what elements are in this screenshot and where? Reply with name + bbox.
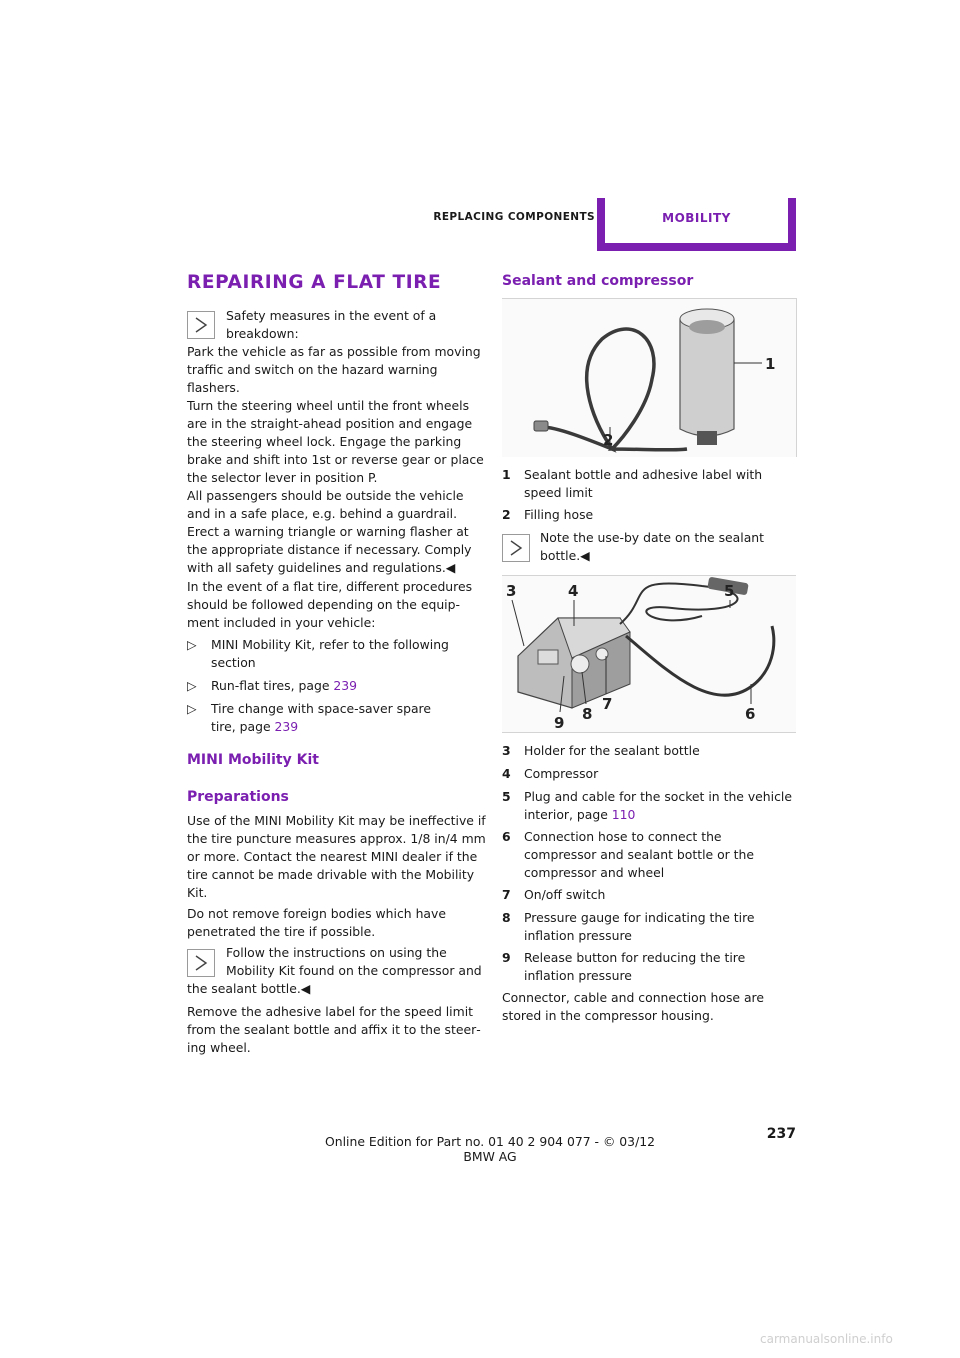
list-item-text: MINI Mobility Kit, refer to the followin… <box>211 637 449 670</box>
item-text: Compressor <box>524 766 599 781</box>
note-icon <box>187 949 215 977</box>
callout-label-6: 6 <box>745 705 755 723</box>
page-link[interactable]: 239 <box>274 719 299 734</box>
list-item: 1 Sealant bottle and adhesive label with… <box>502 466 796 502</box>
edition-footer: Online Edition for Part no. 01 40 2 904 … <box>324 1134 656 1164</box>
chapter-tab-label: Mobility <box>662 211 731 225</box>
note-icon <box>187 311 215 339</box>
bullet-marker: ▷ <box>187 701 197 716</box>
list-item: 5 Plug and cable for the socket in the v… <box>502 788 796 824</box>
list-item: 2 Filling hose <box>502 506 796 524</box>
watermark: carmanualsonline.info <box>760 1332 893 1346</box>
item-number: 4 <box>502 766 511 781</box>
prep-paragraph-1: Use of the MINI Mobility Kit may be inef… <box>187 813 486 900</box>
page-number: 237 <box>766 1126 796 1142</box>
list-item: ▷ MINI Mobility Kit, refer to the follow… <box>187 636 477 672</box>
list-item: 6 Connection hose to connect the compres… <box>502 828 796 882</box>
list-item: ▷ Run-flat tires, page 239 <box>187 677 477 695</box>
section-heading-kit: MINI Mobility Kit <box>187 752 319 768</box>
callout-label-3: 3 <box>506 582 516 600</box>
page-title: Repairing a flat tire <box>187 272 442 293</box>
prep-paragraph-3: Remove the adhesive label for the speed … <box>187 1004 481 1055</box>
chapter-tab[interactable]: Mobility <box>597 198 796 251</box>
safety-text-2: Turn the steering wheel until the front … <box>187 398 484 485</box>
safety-text-1: Park the vehicle as far as possible from… <box>187 344 481 395</box>
note-use-by-date: Note the use-by date on the sealant bott… <box>540 530 765 563</box>
list-item-text: Run-flat tires, page <box>211 678 334 693</box>
item-text: Filling hose <box>524 507 594 522</box>
list-item: 4 Compressor <box>502 765 796 783</box>
list-item: ▷ Tire change with space-saver spare tir… <box>187 700 477 736</box>
note-mobility-kit-tail: the sealant bottle.◀ <box>187 981 311 996</box>
page-link[interactable]: 239 <box>333 678 358 693</box>
item-text: Plug and cable for the socket in the veh… <box>524 789 792 822</box>
item-number: 7 <box>502 887 511 902</box>
note-mobility-kit: Follow the instructions on using the Mob… <box>226 945 482 978</box>
safety-text-4: Erect a warning triangle or warning flas… <box>187 524 472 575</box>
closing-paragraph: Connector, cable and connection hose are… <box>502 990 765 1023</box>
bullet-marker: ▷ <box>187 678 197 693</box>
item-number: 6 <box>502 829 511 844</box>
sealant-bottle-drawing: 1 2 <box>533 308 775 453</box>
item-number: 9 <box>502 950 511 965</box>
callout-label-9: 9 <box>554 714 564 732</box>
bullet-marker: ▷ <box>187 637 197 652</box>
list-item: 3 Holder for the sealant bottle <box>502 742 796 760</box>
item-number: 5 <box>502 789 511 804</box>
page-link[interactable]: 110 <box>611 807 636 822</box>
sealant-bottle-illustration: 1 2 <box>502 298 797 457</box>
prep-paragraph-2: Do not remove foreign bodies which have … <box>187 906 446 939</box>
item-text: Release button for reducing the tire inf… <box>524 950 746 983</box>
compressor-drawing: 3 4 5 6 7 8 9 <box>506 577 776 732</box>
section-header: Replacing components <box>433 211 595 223</box>
item-number: 2 <box>502 507 511 522</box>
item-text: Pressure gauge for indicating the tire i… <box>524 910 755 943</box>
callout-label-5: 5 <box>724 582 734 600</box>
item-number: 3 <box>502 743 511 758</box>
compressor-illustration: 3 4 5 6 7 8 9 <box>502 575 796 733</box>
list-item: 9 Release button for reducing the tire i… <box>502 949 796 985</box>
item-text: Sealant bottle and adhesive label with s… <box>524 467 763 500</box>
note-icon <box>502 534 530 562</box>
list-item-text: Tire change with space-saver spare tire,… <box>211 701 431 734</box>
item-number: 1 <box>502 467 511 482</box>
subheading-preparations: Preparations <box>187 789 289 805</box>
callout-label-4: 4 <box>568 582 578 600</box>
intro-paragraph: In the event of a flat tire, different p… <box>187 579 473 630</box>
safety-text-3: All passengers should be outside the veh… <box>187 488 464 521</box>
callout-label-1: 1 <box>765 355 775 373</box>
item-number: 8 <box>502 910 511 925</box>
list-item: 7 On/off switch <box>502 886 796 904</box>
item-text: On/off switch <box>524 887 606 902</box>
item-text: Connection hose to connect the compresso… <box>524 829 755 880</box>
item-text: Holder for the sealant bottle <box>524 743 700 758</box>
safety-intro: Safety measures in the event of a breakd… <box>226 308 437 341</box>
list-item: 8 Pressure gauge for indicating the tire… <box>502 909 796 945</box>
callout-label-2: 2 <box>603 431 613 449</box>
callout-label-8: 8 <box>582 705 592 723</box>
callout-label-7: 7 <box>602 695 612 713</box>
section-heading-sealant: Sealant and compressor <box>502 273 694 289</box>
